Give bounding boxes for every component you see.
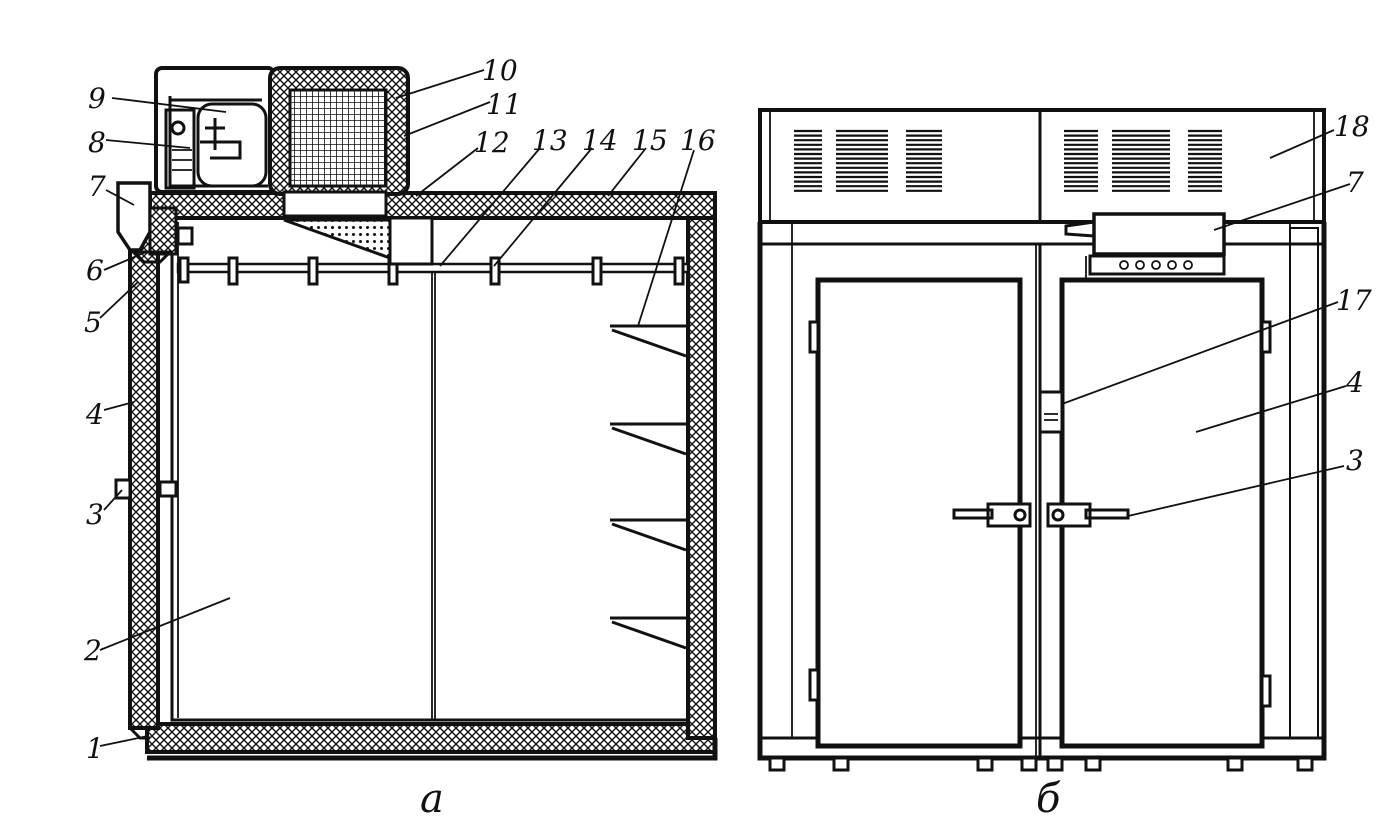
- left-door: [815, 277, 1023, 749]
- front-view: 18 7 17 4 3 б: [757, 108, 1372, 822]
- feet: [768, 756, 1314, 772]
- label-4: 4: [85, 398, 104, 431]
- label-7b: 7: [1346, 166, 1364, 199]
- caption-b: б: [1036, 776, 1061, 822]
- thermometer: [1038, 390, 1064, 434]
- label-15: 15: [632, 124, 668, 157]
- label-7: 7: [88, 170, 106, 203]
- label-18: 18: [1334, 110, 1370, 143]
- label-3b: 3: [1346, 444, 1364, 477]
- label-11: 11: [486, 88, 522, 121]
- insulated-floor: [145, 722, 717, 754]
- label-10: 10: [482, 54, 518, 87]
- label-9: 9: [88, 82, 106, 115]
- door-handles: [952, 502, 1130, 528]
- label-14: 14: [582, 124, 618, 157]
- caption-a: а: [420, 776, 444, 822]
- control-box: [1062, 212, 1226, 281]
- drip-tray: [283, 218, 392, 261]
- label-8: 8: [88, 126, 106, 159]
- top-housing: [758, 108, 1326, 224]
- label-13: 13: [532, 124, 568, 157]
- right-door: [1059, 277, 1265, 749]
- label-12: 12: [474, 126, 510, 159]
- label-6: 6: [86, 254, 104, 287]
- shelves: [610, 324, 687, 650]
- label-4b: 4: [1345, 366, 1364, 399]
- ventilation-grilles: [794, 129, 1222, 192]
- door-handle: [114, 478, 178, 500]
- label-16: 16: [680, 124, 716, 157]
- label-2: 2: [83, 634, 102, 667]
- evaporator-coil: [288, 88, 388, 188]
- compressor: [164, 96, 268, 190]
- insulated-ceiling: [148, 191, 717, 220]
- label-1: 1: [86, 732, 104, 765]
- section-view: 1 2 3 4 5 6 7 8 9 10 11 12 13 14 15 16 а: [83, 54, 718, 822]
- thermostat-box: [116, 181, 152, 252]
- insulated-door: [128, 226, 160, 730]
- insulated-right-wall: [686, 191, 717, 740]
- label-17: 17: [1336, 284, 1372, 317]
- label-3: 3: [86, 498, 104, 531]
- label-5: 5: [84, 306, 102, 339]
